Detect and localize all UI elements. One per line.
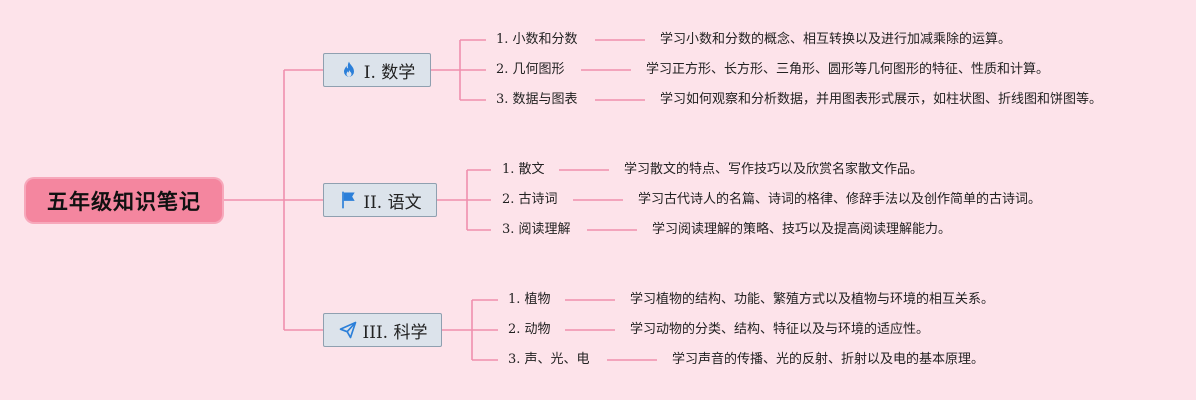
chinese-item-2-desc: 学习古代诗人的名篇、诗词的格律、修辞手法以及创作简单的古诗词。: [638, 192, 1042, 207]
math-item-2-label[interactable]: 2. 几何图形: [496, 62, 565, 77]
flag-icon: [338, 190, 358, 210]
branch-science[interactable]: III. 科学: [323, 313, 442, 347]
chinese-item-3-label[interactable]: 3. 阅读理解: [502, 222, 571, 237]
math-item-3-label[interactable]: 3. 数据与图表: [496, 92, 578, 107]
math-item-1-desc: 学习小数和分数的概念、相互转换以及进行加减乘除的运算。: [660, 32, 1012, 47]
science-item-1-label[interactable]: 1. 植物: [508, 292, 551, 307]
paper-plane-icon: [338, 320, 358, 340]
branch-chinese[interactable]: II. 语文: [323, 183, 437, 217]
math-item-3-desc: 学习如何观察和分析数据，并用图表形式展示，如柱状图、折线图和饼图等。: [660, 92, 1103, 107]
fire-icon: [339, 60, 359, 80]
branch-math-label: I. 数学: [363, 62, 416, 83]
chinese-item-1-label[interactable]: 1. 散文: [502, 162, 545, 177]
branch-chinese-label: II. 语文: [363, 192, 422, 213]
branch-math[interactable]: I. 数学: [323, 53, 431, 87]
chinese-item-2-label[interactable]: 2. 古诗词: [502, 192, 558, 207]
branch-science-label: III. 科学: [362, 322, 428, 343]
science-item-2-label[interactable]: 2. 动物: [508, 322, 551, 337]
science-item-1-desc: 学习植物的结构、功能、繁殖方式以及植物与环境的相互关系。: [630, 292, 995, 307]
math-item-1-label[interactable]: 1. 小数和分数: [496, 32, 578, 47]
science-item-2-desc: 学习动物的分类、结构、特征以及与环境的适应性。: [630, 322, 930, 337]
science-item-3-desc: 学习声音的传播、光的反射、折射以及电的基本原理。: [672, 352, 985, 367]
root-node[interactable]: 五年级知识笔记: [26, 179, 222, 222]
chinese-item-3-desc: 学习阅读理解的策略、技巧以及提高阅读理解能力。: [652, 222, 952, 237]
chinese-item-1-desc: 学习散文的特点、写作技巧以及欣赏名家散文作品。: [624, 162, 924, 177]
root-title: 五年级知识笔记: [47, 189, 201, 214]
math-item-2-desc: 学习正方形、长方形、三角形、圆形等几何图形的特征、性质和计算。: [646, 62, 1050, 77]
science-item-3-label[interactable]: 3. 声、光、电: [508, 352, 590, 367]
